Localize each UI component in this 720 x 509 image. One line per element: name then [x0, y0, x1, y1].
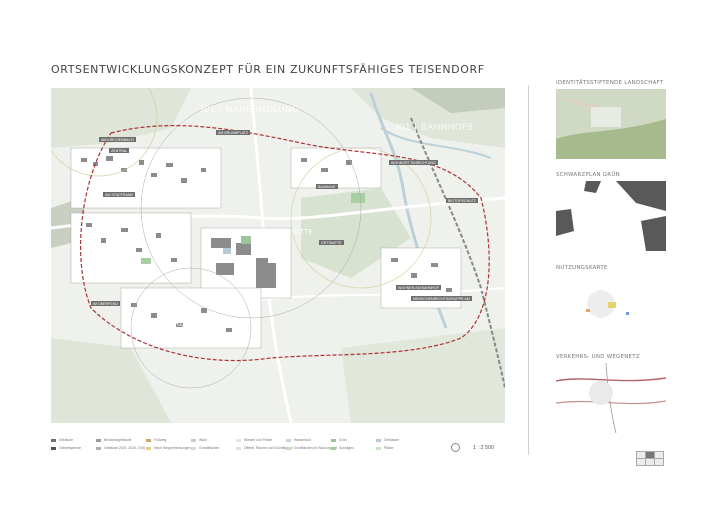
- main-map[interactable]: I01 | NAHERHOLUNG I01 | BAHNHOFS I01 | O…: [51, 88, 505, 423]
- map-label: AM BRUNNPLATZ: [216, 130, 251, 136]
- compass-icon: [451, 443, 460, 452]
- map-label: ORTSMITTE: [319, 240, 344, 246]
- thumb-nutzung[interactable]: [556, 274, 666, 344]
- map-label: BIOTOPSCHUTZ: [446, 198, 479, 204]
- scale-bar: 1 : 2 500: [473, 445, 494, 451]
- map-label: WOHNEN AM BAHNHOF: [396, 285, 442, 291]
- legend-item: Gebäude 2023, 2025, 2030: [96, 446, 145, 450]
- legend-item: Grünflächen mit Nutzungsart: [286, 446, 337, 450]
- legend-item: Grundflächen: [191, 446, 219, 450]
- legend-item: Grün: [331, 438, 347, 442]
- panel-label: SCHWARZPLAN GRÜN: [556, 172, 620, 178]
- map-canvas: [51, 88, 505, 423]
- legend-item: Plätze: [376, 446, 393, 450]
- panel-label: VERKEHRS- UND WEGENETZ: [556, 354, 640, 360]
- legend-item: Wiesen und Felder: [236, 438, 272, 442]
- map-label: BAUMAXE: [316, 184, 338, 190]
- divider: [528, 85, 529, 455]
- zone-label: ORTSMITTE: [271, 228, 314, 236]
- legend-item: Gebietsgrenze: [51, 446, 81, 450]
- map-label: MENSCHENRECHTSGRUPPE AM: [411, 296, 472, 302]
- legend-item: Gewässer: [376, 438, 399, 442]
- legend-item: Fußweg: [146, 438, 166, 442]
- legend-item: Sonstiges: [331, 446, 354, 450]
- map-label: IM OBERFEND: [91, 301, 120, 307]
- legend-item: Gebäude: [51, 438, 73, 442]
- legend-item: Bestandsgebäude: [96, 438, 131, 442]
- legend-item: Neue Wegverbindungen: [146, 446, 191, 450]
- zone-label: I01 | NAHERHOLUNG: [201, 105, 300, 115]
- map-legend: Gebäude Bestandsgebäude Fußweg Wald Wies…: [51, 438, 431, 458]
- zone-label: I01 | ORTSABSCHLUSS: [123, 319, 230, 329]
- map-label: WOHNORT EINRICHTUNG: [389, 160, 438, 166]
- map-label: AM KIRCHENBACH: [99, 137, 136, 143]
- thumb-schwarzplan[interactable]: [556, 181, 666, 251]
- thumb-verkehr[interactable]: [556, 363, 666, 433]
- legend-item: Öffentl. Räume und Grünflächen: [236, 446, 293, 450]
- page-title: ORTSENTWICKLUNGSKONZEPT FÜR EIN ZUKUNFTS…: [51, 63, 485, 76]
- legend-item: Wald: [191, 438, 207, 442]
- map-label: ZENTRAL: [109, 148, 130, 154]
- map-label: AM STADTRAND: [103, 192, 136, 198]
- thumb-landscape[interactable]: [556, 89, 666, 159]
- panel-label: NUTZUNGSKARTE: [556, 265, 608, 271]
- zone-label: I01 | BAHNHOFS: [396, 123, 474, 133]
- panel-label: IDENTITÄTSSTIFTENDE LANDSCHAFT: [556, 80, 664, 86]
- legend-item: Wasserlauf: [286, 438, 311, 442]
